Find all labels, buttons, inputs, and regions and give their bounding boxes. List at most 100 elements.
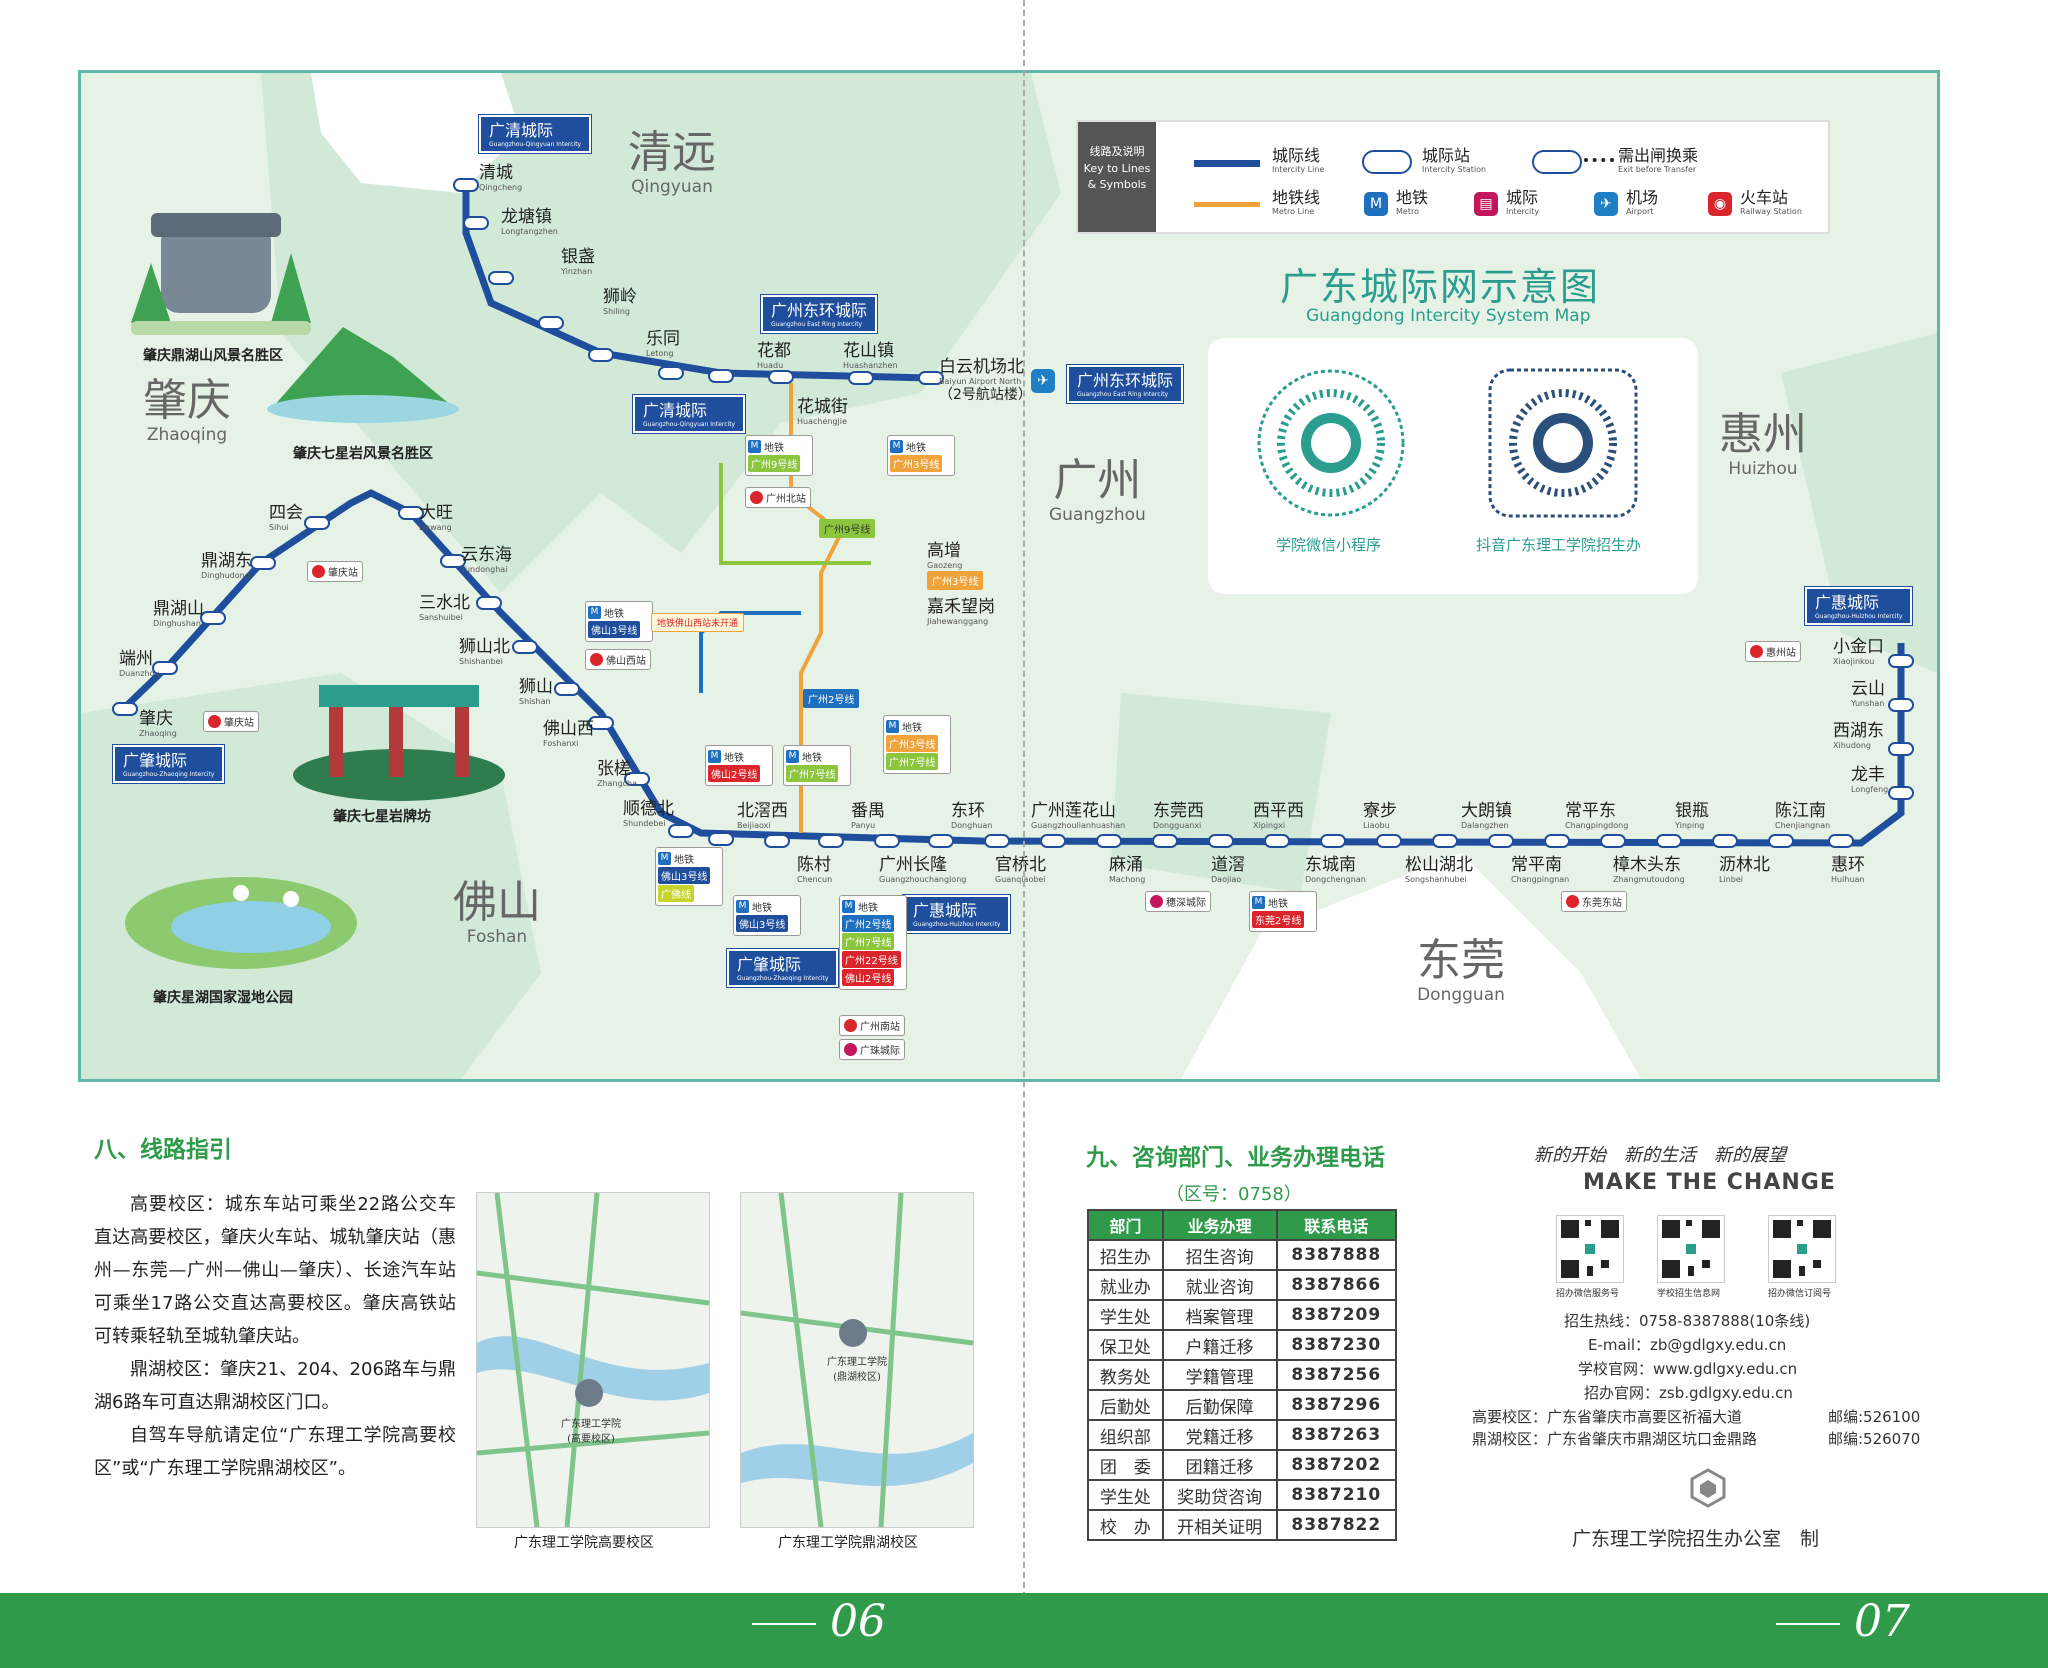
station-marker: [708, 832, 734, 846]
table-header-cell: 业务办理: [1161, 1209, 1278, 1241]
chip-guangzhu-intercity: 广珠城际: [839, 1039, 905, 1060]
table-cell: 就业咨询: [1161, 1269, 1278, 1301]
station-marker: [928, 834, 954, 848]
railway-icon: [208, 715, 221, 728]
chip-foshan-west: 佛山西站: [585, 649, 651, 670]
wechat-subscription-qr[interactable]: [1768, 1215, 1836, 1283]
station-marker: [1208, 834, 1234, 848]
station-marker: [488, 271, 514, 285]
gaoyao-map-label: 广东理工学院 (高要校区): [561, 1419, 621, 1445]
footer-bar: [0, 1593, 2048, 1668]
intercity-icon: ▤: [1474, 192, 1498, 216]
station-marker: [1264, 834, 1290, 848]
dinghu-map-drawing: [741, 1193, 973, 1527]
station-marker: [1040, 834, 1066, 848]
qixingyan-illustration: [267, 327, 459, 423]
page-line-left: [752, 1623, 816, 1625]
route-paragraph: 高要校区：城东车站可乘坐22路公交车直达高要校区，肇庆火车站、城轨肇庆站（惠州—…: [94, 1194, 456, 1347]
station-marker: [1432, 834, 1458, 848]
route-paragraph: 鼎湖校区：肇庆21、204、206路车与鼎湖6路车可直达鼎湖校区门口。: [94, 1359, 456, 1413]
qr2-caption: 学校招生信息网: [1657, 1289, 1721, 1299]
dinghu-campus-map[interactable]: 广东理工学院 (鼎湖校区): [740, 1192, 974, 1528]
page-number-left: 06: [830, 1596, 886, 1647]
station-marker: [152, 661, 178, 675]
station-marker: [1488, 834, 1514, 848]
station-marker: [112, 702, 138, 716]
legend-header: 线路及说明 Key to Lines & Symbols: [1078, 122, 1156, 232]
table-cell: 就业办: [1087, 1269, 1164, 1301]
gaoyao-campus-map[interactable]: 广东理工学院 (高要校区): [476, 1192, 710, 1528]
intercity-line-swatch: [1194, 160, 1260, 167]
table-cell: 奖助贷咨询: [1161, 1479, 1278, 1511]
table-header-cell: 部门: [1087, 1209, 1164, 1241]
chip-zq-station: 肇庆站: [307, 561, 363, 582]
airport-icon: ✈: [1031, 369, 1055, 393]
metro-icon: M: [786, 750, 799, 763]
station-marker: [918, 371, 944, 385]
route-guide-text: 高要校区：城东车站可乘坐22路公交车直达高要校区，肇庆火车站、城轨肇庆站（惠州—…: [94, 1188, 456, 1485]
scenic-dinghushan-label: 肇庆鼎湖山风景名胜区: [143, 348, 283, 364]
school-website[interactable]: 学校官网：www.gdlgxy.edu.cn: [1578, 1360, 1798, 1378]
scenic-wetland-label: 肇庆星湖国家湿地公园: [153, 990, 293, 1006]
station-marker: [1888, 742, 1914, 756]
admission-website[interactable]: 招办官网：zsb.gdlgxy.edu.cn: [1584, 1384, 1793, 1402]
miniprogram-qr[interactable]: [1256, 368, 1406, 518]
admission-site-qr[interactable]: [1657, 1215, 1725, 1283]
phone-number: 8387888: [1275, 1239, 1398, 1271]
transfer-dots: [1584, 158, 1614, 162]
station-marker: [708, 369, 734, 383]
map-title: 广东城际网示意图: [1280, 265, 1601, 309]
metro-icon: M: [658, 852, 671, 865]
station-marker: [1828, 834, 1854, 848]
station-marker: [250, 556, 276, 570]
chip-suishen-intercity: 穗深城际: [1145, 891, 1211, 912]
gaoyao-map-caption: 广东理工学院高要校区: [514, 1535, 654, 1551]
chip-dg-east: 东莞东站: [1561, 891, 1627, 912]
email[interactable]: E-mail：zb@gdlgxy.edu.cn: [1588, 1336, 1787, 1354]
school-logo-icon: [1690, 1468, 1726, 1508]
land-area: [1181, 853, 1641, 1079]
label-line3: 广州3号线: [927, 571, 984, 590]
metro-icon: M: [736, 900, 749, 913]
station-marker: [304, 516, 330, 530]
table-cell: 组织部: [1087, 1419, 1164, 1451]
railway-icon: [312, 565, 325, 578]
table-cell: 学生处: [1087, 1479, 1164, 1511]
station-marker: [1888, 698, 1914, 712]
table-cell: 校 办: [1087, 1509, 1164, 1541]
phone-number: 8387210: [1275, 1479, 1398, 1511]
douyin-qr[interactable]: [1488, 368, 1638, 518]
metro-icon: M: [708, 750, 721, 763]
station-marker: [1544, 834, 1570, 848]
metro-icon: M: [588, 606, 601, 619]
wechat-service-qr[interactable]: [1556, 1215, 1624, 1283]
table-cell: 招生办: [1087, 1239, 1164, 1271]
page-line-right: [1776, 1623, 1840, 1625]
